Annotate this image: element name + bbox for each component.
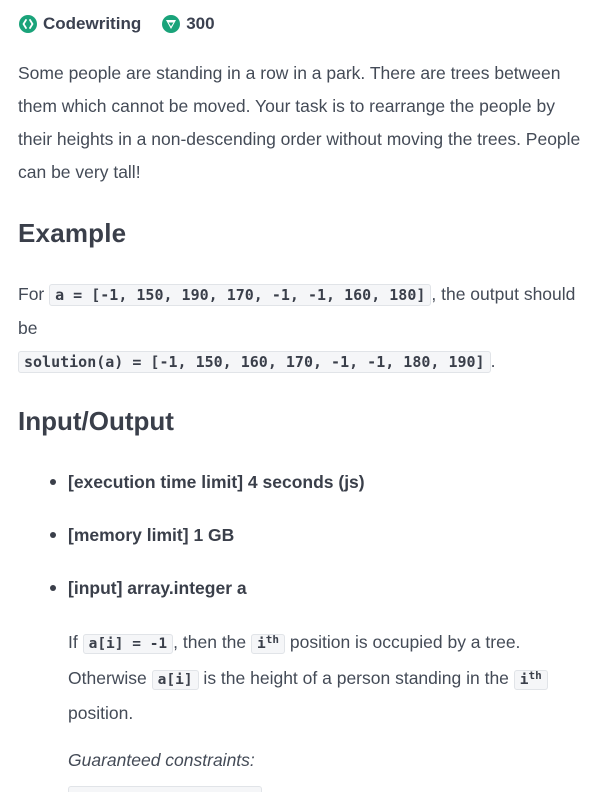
code-th: th [265,633,279,646]
example-input-code: a = [-1, 150, 190, 170, -1, -1, 160, 180… [49,284,432,306]
io-item-execution-time: [execution time limit] 4 seconds (js) [50,466,580,519]
input-desc-end: position. [68,703,134,723]
bullet [50,532,56,538]
example-heading: Example [18,218,127,248]
input-desc-code-ith-2: ith [513,668,548,690]
example-prefix: For [18,284,50,304]
io-heading: Input/Output [18,406,174,436]
input-description: If a[i] = -1, then the ith position is o… [68,626,583,731]
constraint-code-box [68,786,262,792]
input-desc-position: position is occupied by a tree. Otherwis… [68,632,521,688]
io-item-bracket: [input] [68,578,123,598]
io-item-input: [input] array.integer a [50,572,580,625]
score-icon [161,14,181,34]
code-th: th [528,668,542,682]
bullet [50,585,56,591]
example-output-code: solution(a) = [-1, 150, 160, 170, -1, -1… [18,351,491,373]
bullet [50,479,56,485]
example-middle: , the output should be [18,284,576,338]
example-text: For a = [-1, 150, 190, 170, -1, -1, 160,… [18,278,583,379]
code-i: i [519,671,529,688]
io-item-bracket: [memory limit] [68,525,189,545]
io-item-value: array.integer a [127,578,247,598]
task-description: Some people are standing in a row in a p… [18,63,581,182]
input-desc-if: If [68,632,83,652]
input-desc-code-tree: a[i] = -1 [82,634,174,654]
input-desc-code-ith: ith [251,633,285,654]
io-item-value: 4 seconds (js) [247,472,365,492]
input-desc-then: , then the [173,632,252,652]
example-suffix: . [490,351,496,371]
category-label: Codewriting [43,14,142,33]
io-list: [execution time limit] 4 seconds (js) [m… [50,466,580,625]
io-item-value: 1 GB [193,525,235,545]
input-desc-height: is the height of a person standing in th… [198,667,514,688]
codewriting-icon [18,14,38,34]
score-value: 300 [186,14,215,33]
code-i: i [257,636,266,652]
io-item-memory-limit: [memory limit] 1 GB [50,519,580,572]
io-item-bracket: [execution time limit] [68,472,244,492]
input-desc-code-ai: a[i] [151,669,199,690]
task-header: Codewriting 300 [18,12,215,36]
constraints-label: Guaranteed constraints: [68,750,255,770]
